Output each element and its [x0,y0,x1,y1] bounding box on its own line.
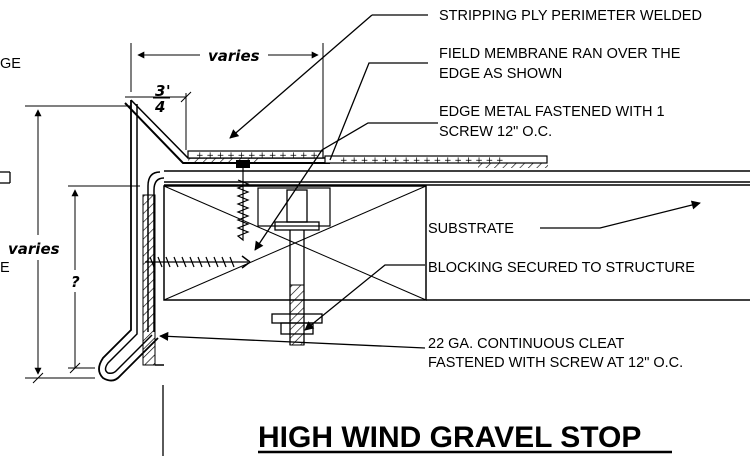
unknown-dimension-label: ? [71,273,80,291]
callout-field-membrane-line2: EDGE AS SHOWN [439,66,562,82]
fraction-tick: ' [166,82,171,100]
svg-text:+ + + + + + + + + + + +: + + + + + + + + + + + + [196,151,318,161]
side-varies-label: varies [8,240,60,258]
continuous-cleat [142,194,164,366]
callout-stripping-ply: STRIPPING PLY PERIMETER WELDED [439,8,702,24]
callout-cleat-line1: 22 GA. CONTINUOUS CLEAT [428,336,624,352]
drawing-title: HIGH WIND GRAVEL STOP [258,421,641,454]
dimension-labels: varies 3 ' 4 varies ? GE E [0,47,260,291]
callout-blocking: BLOCKING SECURED TO STRUCTURE [428,260,695,276]
edge-metal [98,99,330,382]
membrane-layers: + + + + + + + + + + + + + + + + + + + + … [187,150,548,168]
callout-edge-metal-line1: EDGE METAL FASTENED WITH 1 [439,104,665,120]
dimensions [0,43,324,456]
svg-text:+ + + + + + + + + + + + + + +: + + + + + + + + + + + + + + + + [340,156,504,166]
callout-field-membrane-line1: FIELD MEMBRANE RAN OVER THE [439,46,681,62]
callout-edge-metal-line2: SCREW 12" O.C. [439,124,552,140]
top-varies-label: varies [208,47,260,65]
cropped-text-top: GE [0,56,21,72]
title-block: HIGH WIND GRAVEL STOP [258,421,672,454]
callout-cleat-line2: FASTENED WITH SCREW AT 12" O.C. [428,355,683,371]
callouts: STRIPPING PLY PERIMETER WELDED FIELD MEM… [428,8,702,371]
screws [145,160,251,269]
cropped-text-bottom: E [0,260,10,276]
roof-deck [164,170,750,186]
leader-lines [159,14,701,349]
callout-substrate: SUBSTRATE [428,221,514,237]
fraction-numerator: 3 [155,82,165,100]
blocking [163,185,750,301]
anchor-bolt [271,189,323,346]
fraction-denominator: 4 [154,98,165,116]
